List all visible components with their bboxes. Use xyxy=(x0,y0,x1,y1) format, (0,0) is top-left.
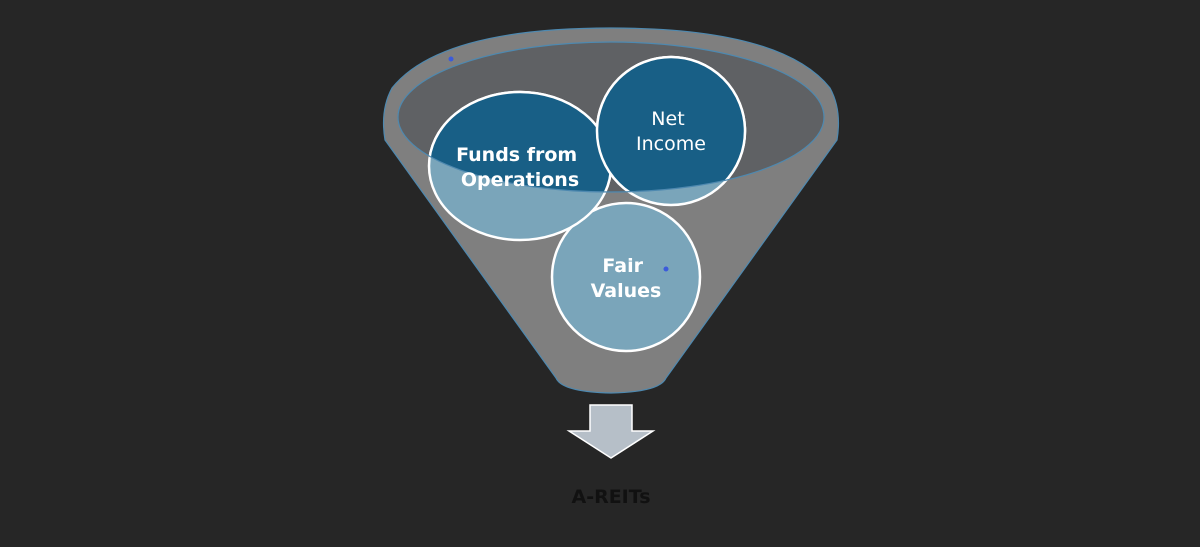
funnel-rim-outline xyxy=(397,41,825,193)
label-net-income: Net Income xyxy=(636,108,706,155)
label-funds-from-operations: Funds from Operations xyxy=(456,144,584,191)
accent-dot xyxy=(448,56,454,62)
label-fair-values: Fair Values xyxy=(591,255,662,302)
circle-fair-values xyxy=(550,201,702,353)
accent-dot xyxy=(663,266,669,272)
down-arrow-icon xyxy=(566,404,656,459)
output-label: A-REITs xyxy=(571,486,650,508)
